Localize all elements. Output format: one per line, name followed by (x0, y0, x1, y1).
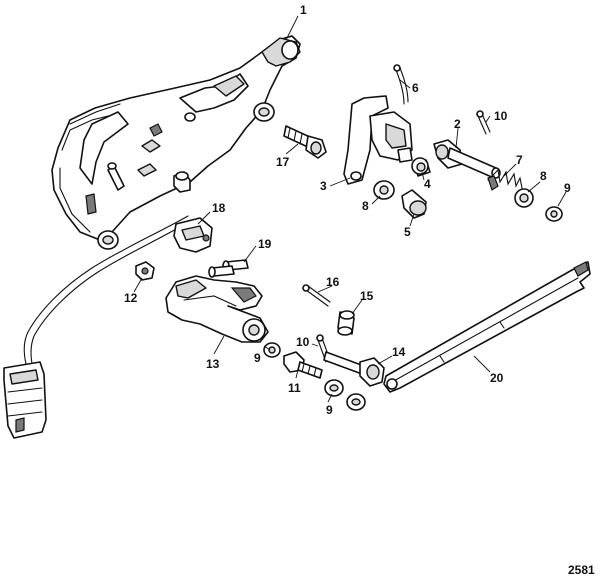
callout-16: 16 (326, 275, 340, 289)
callout-7: 7 (516, 153, 523, 167)
callout-11: 11 (288, 381, 301, 395)
callout-10a: 10 (494, 109, 508, 123)
callout-9a: 9 (564, 181, 571, 195)
cotter-pin-16 (302, 284, 331, 307)
callout-15: 15 (360, 289, 374, 303)
nut-part (135, 261, 155, 281)
leader-lines (133, 15, 567, 403)
callout-9c: 9 (326, 403, 333, 417)
callout-18: 18 (212, 201, 226, 215)
bracket-arm-part-3 (343, 95, 413, 185)
shaft-part-2 (433, 139, 501, 179)
callout-17: 17 (276, 155, 290, 169)
bracket-plate (51, 35, 301, 250)
pin-10-top (476, 110, 491, 135)
callout-19: 19 (258, 237, 272, 251)
callout-2: 2 (454, 117, 461, 131)
callout-4: 4 (424, 177, 431, 191)
pin-part-15 (337, 310, 355, 336)
callout-6: 6 (412, 81, 419, 95)
callout-13: 13 (206, 357, 220, 371)
callout-1: 1 (300, 3, 307, 17)
callout-20: 20 (490, 371, 504, 385)
roller-part-4 (411, 157, 431, 177)
callout-9b: 9 (254, 351, 261, 365)
spring-part-7 (487, 168, 523, 191)
link-rod-part-20 (383, 261, 591, 393)
throttle-arm (165, 275, 269, 343)
wiring-harness (3, 215, 193, 439)
bolt-part-14 (323, 351, 385, 387)
callout-3: 3 (320, 179, 327, 193)
figure-number: 2581 (568, 563, 595, 577)
callout-14: 14 (392, 345, 406, 359)
sensor-part (173, 217, 213, 253)
callout-8a: 8 (362, 199, 369, 213)
washer-8-left (373, 180, 395, 200)
bolt-part-5 (401, 189, 427, 219)
stud-part-11 (283, 351, 323, 379)
bolt-part-17 (283, 125, 327, 159)
callout-labels: 1 2 3 4 5 6 7 8 8 9 9 9 10 10 11 12 13 1… (124, 3, 571, 417)
callout-12: 12 (124, 291, 138, 305)
washer-9-bottom (346, 393, 366, 411)
washer-8-right (514, 188, 534, 208)
callout-8b: 8 (540, 169, 547, 183)
washer-9-left (263, 342, 281, 358)
washer-9-mid (324, 379, 344, 397)
pin-parts (208, 259, 249, 278)
callout-5: 5 (404, 225, 411, 239)
callout-10b: 10 (296, 335, 310, 349)
washer-9-top (545, 206, 563, 222)
